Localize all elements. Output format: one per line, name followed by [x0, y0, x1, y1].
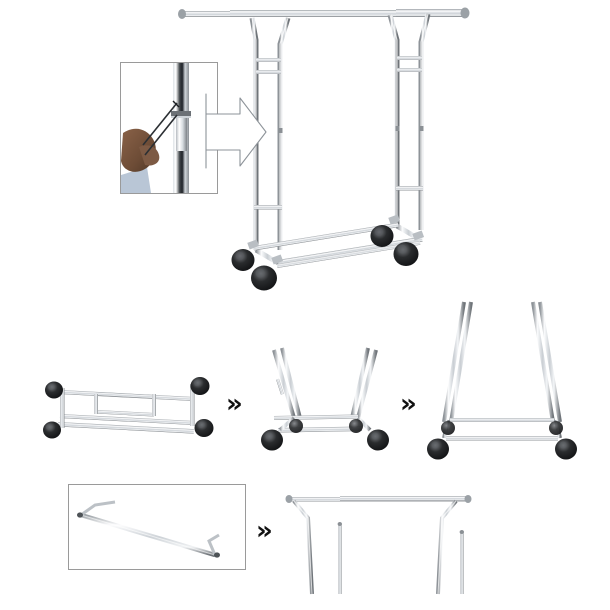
frame-with-rail-attached: [280, 484, 480, 595]
assembled-garment-rack: [160, 0, 610, 320]
fold-step-upright: [424, 296, 588, 462]
caster-wheel: [289, 419, 303, 433]
caster-wheel: [190, 377, 210, 395]
height-adjust-collar: [278, 128, 283, 133]
hanging-rail-bar: [77, 500, 220, 558]
caster-wheel: [441, 421, 455, 435]
upright-pair-left: [249, 17, 291, 250]
caster-wheel: [43, 421, 61, 439]
caster-wheel-rear-right: [370, 214, 401, 247]
caster-wheel: [261, 429, 283, 451]
cross-brace: [396, 186, 423, 191]
top-rail: [285, 495, 472, 503]
fold-arrow-1: »: [226, 389, 243, 419]
caster-wheel-front-left: [251, 254, 284, 291]
caster-wheel: [349, 419, 363, 433]
height-adjust-collar: [395, 126, 400, 131]
extension-pole: [460, 532, 464, 594]
caster-wheel: [555, 438, 577, 460]
cross-brace: [254, 205, 282, 210]
extendable-hanging-rail: [178, 7, 470, 19]
caster-wheel: [194, 419, 214, 437]
release-wire: [142, 102, 178, 146]
adjust-collar: [171, 111, 191, 116]
caster-wheel-rear-left: [231, 239, 260, 271]
thumb: [139, 145, 160, 166]
extension-pole: [338, 524, 342, 594]
release-wire: [144, 114, 178, 156]
fold-step-partially-raised: [256, 336, 396, 462]
shirt-sleeve: [121, 167, 151, 193]
cross-brace: [256, 70, 281, 74]
cross-brace: [397, 68, 422, 72]
caster-wheel-front-right: [393, 230, 425, 266]
cross-brace: [397, 56, 422, 60]
upright-pair-right: [387, 13, 431, 230]
inner-telescoping-pole: [176, 115, 187, 151]
height-adjustment-detail: [120, 62, 218, 194]
cross-brace: [256, 58, 281, 62]
fold-arrow-2: »: [400, 389, 417, 419]
assembly-arrow: »: [256, 516, 273, 546]
caster-wheel: [45, 381, 63, 399]
callout-arrow: [204, 92, 270, 170]
bar-end-hook: [80, 500, 116, 517]
height-adjust-collar: [419, 126, 424, 131]
bar-end-hook: [207, 533, 220, 556]
caster-wheel: [549, 421, 563, 435]
fold-step-collapsed-flat: [34, 370, 224, 462]
caster-wheel: [367, 429, 389, 451]
hanging-bar-part-inset: [68, 484, 246, 570]
caster-wheel: [427, 438, 449, 460]
